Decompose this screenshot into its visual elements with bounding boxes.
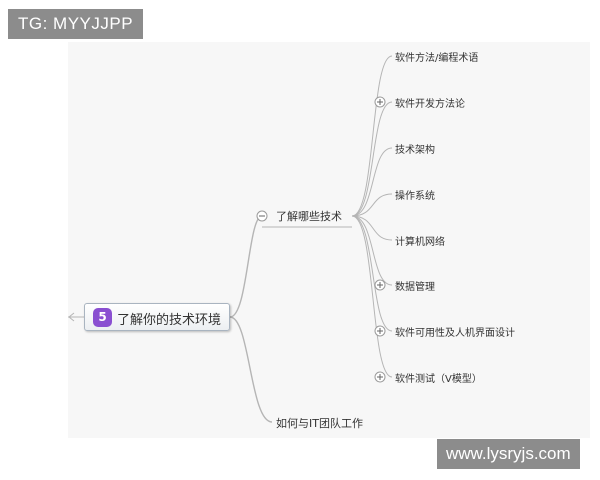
branch-1-connector: [229, 215, 263, 318]
leaf-1-connector: [351, 55, 393, 217]
mindmap-canvas: [68, 42, 590, 438]
root-left-arrow: [68, 312, 75, 322]
collapse-icon[interactable]: [256, 210, 268, 222]
leaf-node[interactable]: 软件测试（V模型）: [395, 374, 482, 385]
expand-icon[interactable]: [374, 371, 386, 383]
leaf-node[interactable]: 软件方法/编程术语: [395, 53, 479, 64]
leaf-4-connector: [351, 193, 393, 217]
leaf-6-connector: [351, 215, 393, 286]
leaf-connectors: [351, 55, 393, 378]
leaf-2-connector: [351, 101, 393, 217]
leaf-node[interactable]: 数据管理: [395, 282, 435, 293]
leaf-5-connector: [351, 215, 393, 241]
leaf-node[interactable]: 操作系统: [395, 191, 435, 202]
expand-icon[interactable]: [374, 325, 386, 337]
expand-icon[interactable]: [374, 96, 386, 108]
watermark-bottom: www.lysryjs.com: [437, 439, 580, 469]
branch-node-it-team[interactable]: 如何与IT团队工作: [276, 417, 363, 430]
leaf-8-connector: [351, 215, 393, 378]
branch-2-connector: [229, 316, 273, 423]
leaf-node[interactable]: 软件可用性及人机界面设计: [395, 328, 515, 339]
leaf-3-connector: [351, 147, 393, 217]
root-node-label: 了解你的技术环境: [117, 313, 222, 328]
leaf-node[interactable]: 计算机网络: [395, 237, 445, 248]
topic-badge-icon: 5: [93, 308, 112, 327]
branch-node-technologies[interactable]: 了解哪些技术: [276, 210, 342, 223]
root-node[interactable]: 5 了解你的技术环境: [84, 303, 230, 331]
leaf-node[interactable]: 软件开发方法论: [395, 99, 465, 110]
expand-icon[interactable]: [374, 279, 386, 291]
leaf-7-connector: [351, 215, 393, 332]
watermark-top: TG: MYYJJPP: [8, 9, 144, 39]
leaf-node[interactable]: 技术架构: [395, 145, 435, 156]
